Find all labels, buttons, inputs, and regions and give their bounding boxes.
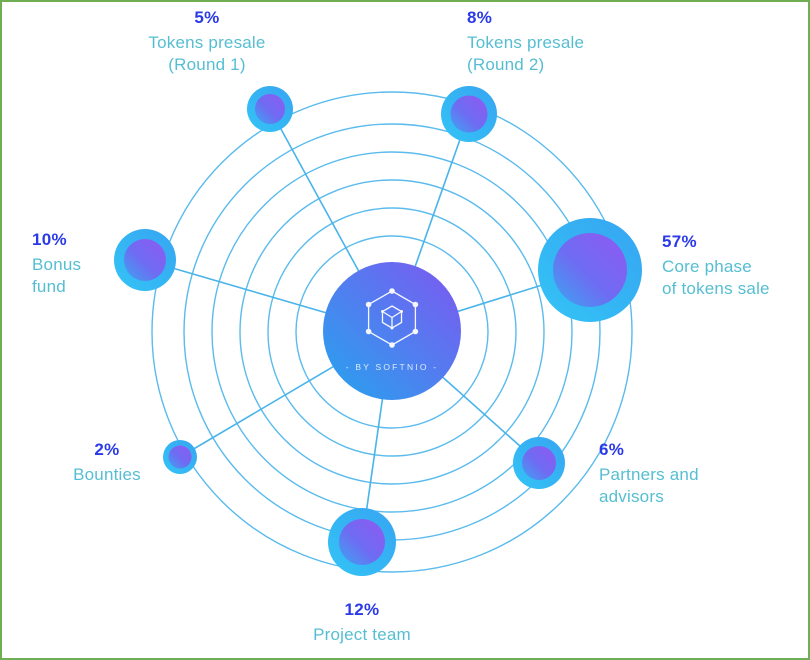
label-line: Tokens presale [467,33,585,52]
node-inner-circle [339,519,385,565]
label-line: (Round 2) [467,55,545,74]
node-partners [513,437,565,489]
node-inner-circle [168,445,192,469]
label-bounties: 2% Bounties [47,440,167,486]
orbit-ring [295,235,489,429]
label-bonus-fund: 10% Bonus fund [32,230,132,298]
percent-value: 2% [94,440,120,459]
node-inner-circle [124,239,166,281]
node-bonus-fund [114,229,176,291]
hexagon-network-icon [365,288,419,348]
percent-value: 6% [599,440,625,459]
cube-edge [391,310,402,319]
label-line: Project team [313,625,411,644]
node-bounties [163,440,197,474]
node-inner-circle [553,233,627,307]
label-core-phase: 57% Core phase of tokens sale [662,232,807,300]
label-line: Tokens presale [148,33,266,52]
orbit-ring [239,179,545,485]
label-line: Bounties [73,465,141,484]
percent-value: 5% [194,8,220,27]
node-project-team [328,508,396,576]
label-project-team: 12% Project team [282,600,442,646]
hexagon-vertex-dots [365,288,419,348]
center-hub-circle [323,262,461,400]
node-inner-circle [450,95,488,133]
label-line: Partners and [599,465,699,484]
percent-value: 12% [344,600,380,619]
node-presale-round1 [247,86,293,132]
orbit-ring [267,207,517,457]
percent-value: 8% [467,8,493,27]
percent-value: 10% [32,230,67,249]
center-hub: - BY SOFTNIO - [323,262,461,400]
node-presale-round2 [441,86,497,142]
label-line: (Round 1) [168,55,246,74]
brand-text: - BY SOFTNIO - [346,362,439,372]
label-line: Core phase [662,257,752,276]
label-line: Bonus [32,255,82,274]
orbit-ring [151,91,633,573]
cube-edge [382,310,393,319]
percent-value: 57% [662,232,697,251]
node-core-phase [538,218,642,322]
label-partners: 6% Partners and advisors [599,440,739,508]
node-inner-circle [255,94,285,124]
label-line: advisors [599,487,664,506]
label-line: fund [32,277,66,296]
label-line: of tokens sale [662,279,770,298]
label-presale-round1: 5% Tokens presale (Round 1) [127,8,287,76]
label-presale-round2: 8% Tokens presale (Round 2) [467,8,637,76]
orbit-ring [211,151,573,513]
node-inner-circle [522,446,556,480]
